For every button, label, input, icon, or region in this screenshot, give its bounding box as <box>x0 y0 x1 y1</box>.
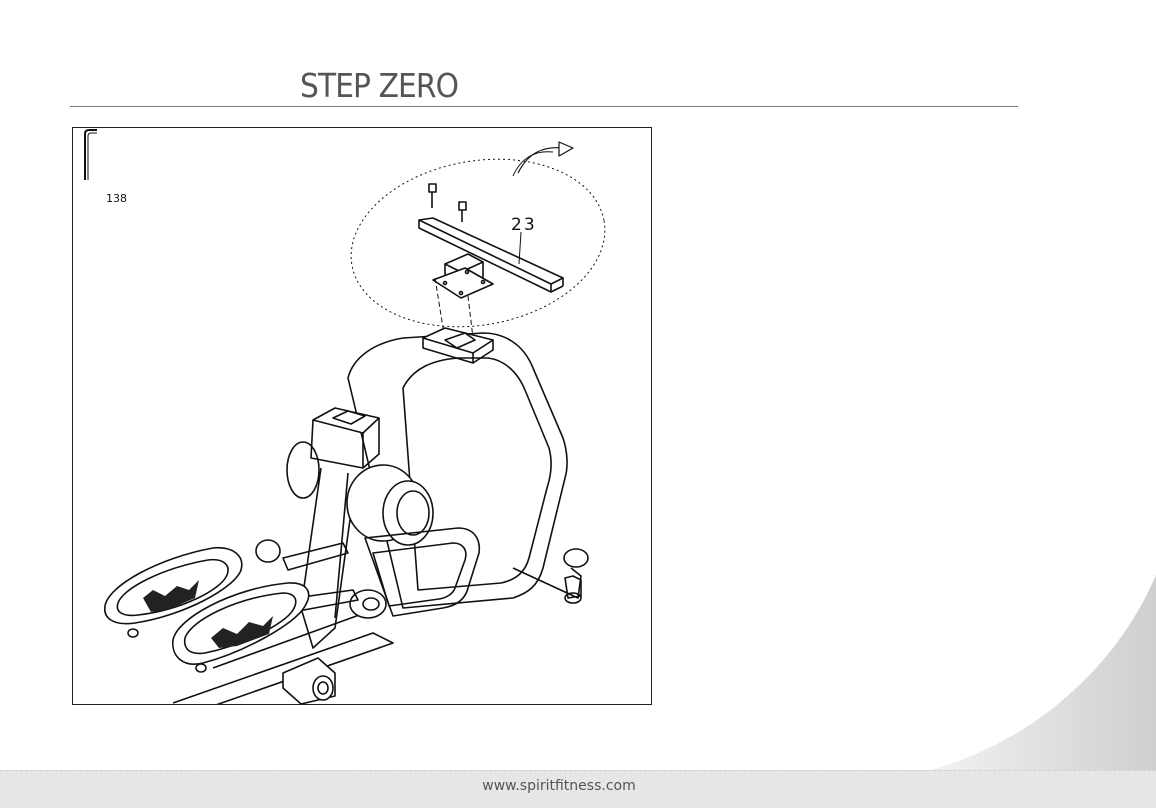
header-divider <box>70 106 1018 107</box>
assembly-figure: 138 23 <box>72 127 652 705</box>
assembly-illustration <box>73 128 651 704</box>
part-number-label: 23 <box>511 215 537 235</box>
footer-website: www.spiritfitness.com <box>0 778 1118 794</box>
page-title: STEP ZERO <box>300 66 458 105</box>
tool-label: 138 <box>106 192 127 205</box>
allen-wrench-icon <box>73 128 113 188</box>
